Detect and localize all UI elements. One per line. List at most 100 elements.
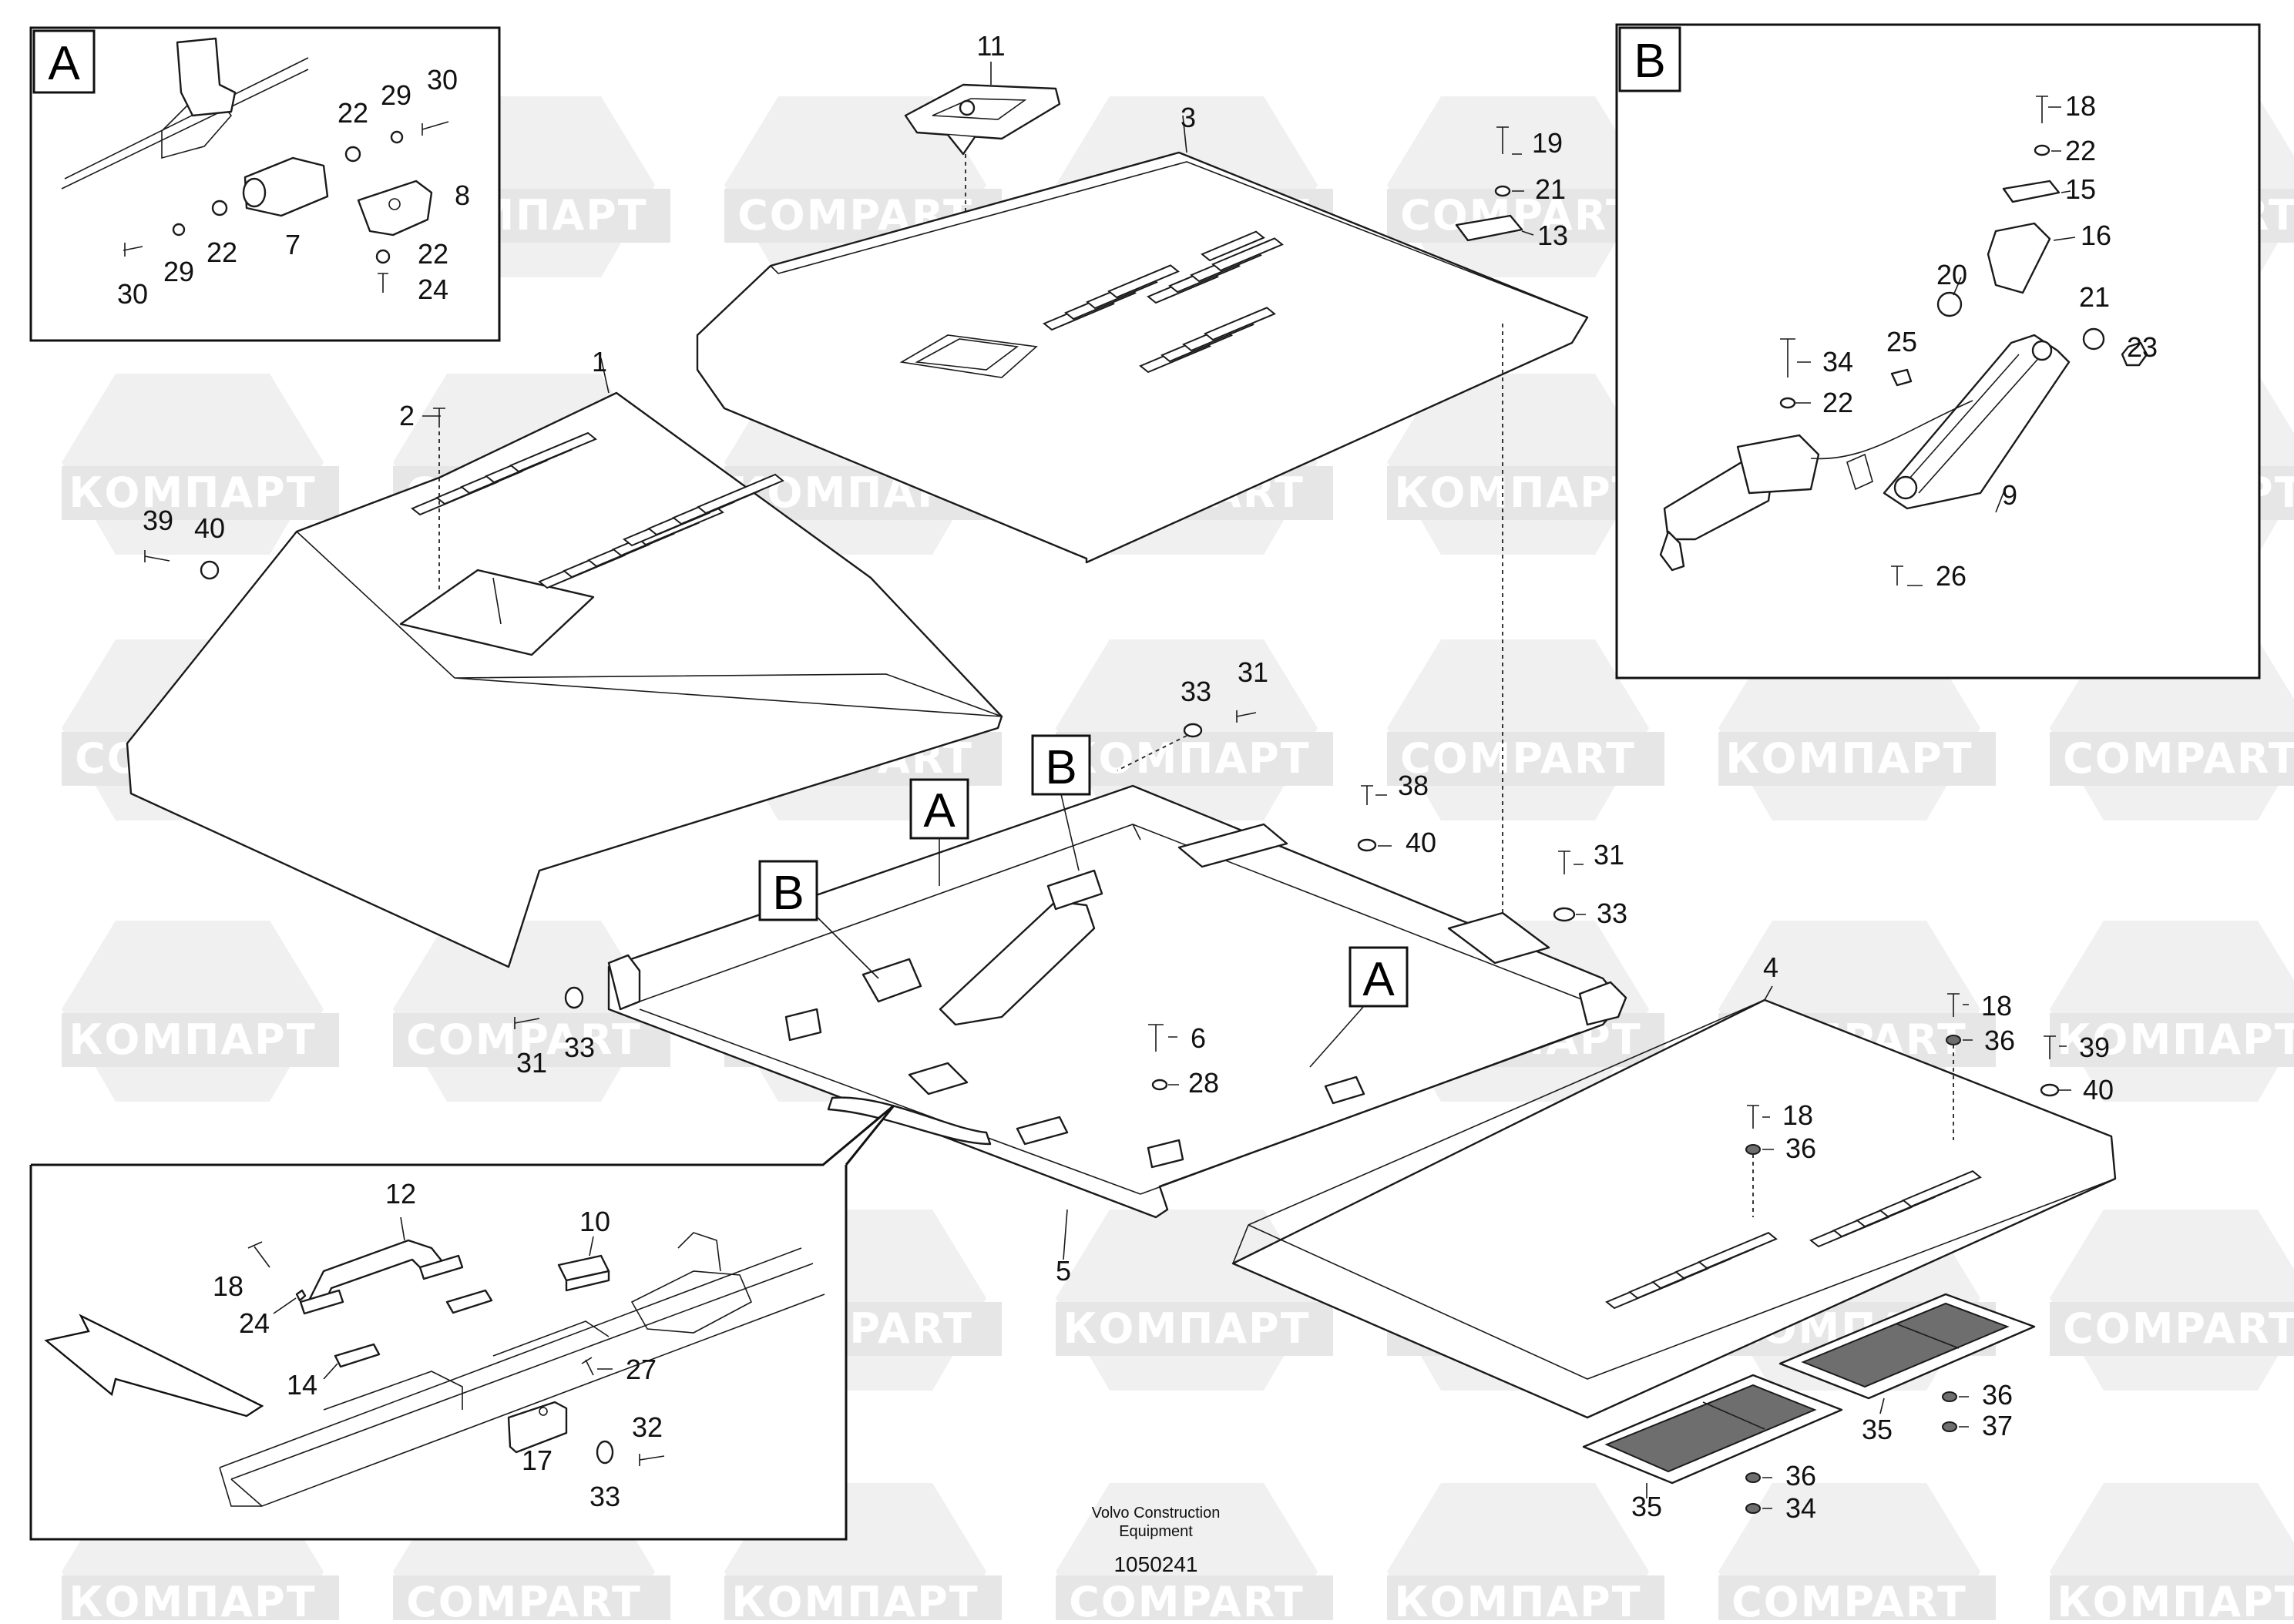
label-1: 1 — [592, 346, 607, 377]
cover-3-slot — [1107, 264, 1180, 299]
label-7: 7 — [285, 229, 301, 260]
screw-2 — [433, 408, 445, 428]
cover-3-slot — [1201, 230, 1265, 262]
detail-a-block-hole — [242, 177, 267, 208]
cover-3-edge — [770, 161, 1588, 318]
detail-b-clip-25 — [1890, 368, 1913, 387]
label-b-18: 18 — [2065, 90, 2096, 122]
detail-a-washer-22b — [211, 200, 228, 216]
frame-5-bracket-b — [1016, 1116, 1069, 1146]
detail-a-bolt-24 — [378, 273, 388, 293]
hood-1-hatch-side — [492, 577, 502, 625]
detail-b-bolt-18 — [2036, 96, 2048, 123]
label-b-16: 16 — [2081, 220, 2111, 251]
label-21: 21 — [1535, 173, 1566, 205]
watermark-text: COMPART — [406, 1578, 642, 1620]
label-36a: 36 — [1984, 1025, 2015, 1056]
watermark-text: COMPART — [1400, 191, 1636, 240]
inset-pad-14b — [445, 1289, 493, 1314]
detail-b-handle-hook — [1659, 530, 1685, 572]
inset-handle-foot-b — [418, 1254, 464, 1280]
latch-catch — [947, 134, 976, 156]
detail-a-clip-hole — [388, 198, 401, 210]
watermark-text: КОМПАРТ — [69, 1578, 316, 1620]
watermark-text: COMPART — [1731, 1578, 1967, 1620]
figure-code: 1050241 — [1113, 1552, 1197, 1576]
detail-b-leader-9 — [1995, 486, 2007, 513]
nut-37 — [1942, 1421, 1957, 1432]
watermark-hexagon — [1387, 96, 1649, 277]
detail-a-bolt-30 — [422, 121, 449, 136]
watermark-text: КОМПАРТ — [1725, 734, 1973, 783]
frame-5-gas-spring — [827, 1096, 992, 1146]
washer-40 — [200, 560, 220, 580]
nut-34 — [1745, 1503, 1761, 1514]
watermark-text: COMPART — [1400, 734, 1636, 783]
label-30: 30 — [427, 64, 458, 96]
cover-4-edges — [1232, 999, 2116, 1380]
label-b-34: 34 — [1822, 346, 1853, 377]
label-29b: 29 — [163, 256, 194, 287]
detail-b-washer-21 — [2082, 327, 2105, 351]
label-12: 12 — [385, 1178, 416, 1210]
label-33b: 33 — [1597, 898, 1627, 929]
label-b-25: 25 — [1886, 326, 1917, 357]
frame-fastener-leaders — [1168, 794, 1586, 1085]
frame-5-mount-b — [1447, 911, 1550, 965]
frame-5-pad — [784, 1008, 822, 1042]
watermark-band — [1718, 1575, 1996, 1624]
leader-10 — [589, 1236, 594, 1257]
inset-rail — [219, 1247, 825, 1507]
watermark-band — [1056, 732, 1333, 786]
bolt-39 — [144, 550, 170, 562]
cover-3-hatch-inner — [915, 338, 1019, 371]
watermark-text: КОМПАРТ — [69, 468, 316, 517]
watermark-band — [1387, 1575, 1664, 1624]
leader-4 — [1764, 985, 1773, 1001]
detail-a-nut-29 — [390, 130, 404, 144]
label-14: 14 — [287, 1369, 317, 1401]
detail-b-washer-22 — [2034, 144, 2050, 156]
cover-4-slot — [1902, 1170, 1982, 1208]
watermark-hexagon — [1056, 1210, 1318, 1391]
label-22b: 22 — [207, 237, 237, 268]
label-19: 19 — [1532, 127, 1563, 159]
label-2: 2 — [399, 400, 415, 431]
label-29: 29 — [381, 79, 411, 111]
detail-inset-panel: 12 14 18 24 10 27 17 33 32 — [29, 1104, 895, 1541]
label-40: 40 — [194, 512, 225, 544]
part-35-grilles: 35 35 36 37 36 34 — [1582, 1293, 2036, 1524]
inset-pad-10-side — [565, 1270, 610, 1292]
cover-4-slots — [1605, 1170, 1982, 1310]
label-11: 11 — [976, 30, 1005, 62]
frame-dash-31 — [1117, 735, 1187, 771]
label-b-9: 9 — [2002, 479, 2017, 511]
watermark-band — [2050, 732, 2294, 786]
detail-b-bolt-26 — [1891, 565, 1903, 586]
label-30b: 30 — [117, 278, 148, 310]
label-31c: 31 — [516, 1047, 547, 1079]
watermark-band — [1718, 732, 1996, 786]
label-13: 13 — [1537, 220, 1568, 251]
detail-a-washer-22c — [375, 249, 391, 264]
frame-callout-b2-letter: B — [772, 867, 804, 920]
cover-4-leaders — [1762, 1004, 2071, 1150]
frame-5-corner-right — [1578, 981, 1627, 1026]
watermark-band — [2050, 1575, 2294, 1624]
publisher-line-2: Equipment — [1119, 1523, 1193, 1540]
frame-callout-b1-leader — [1060, 794, 1080, 871]
detail-a-clip-8 — [357, 180, 433, 237]
detail-b-panel: B 18 22 15 16 20 34 25 21 23 — [1615, 23, 2261, 679]
nut-28 — [1151, 1079, 1168, 1091]
inset-bracket-17 — [507, 1401, 568, 1454]
frame-5-bracket — [908, 1062, 969, 1096]
label-27: 27 — [626, 1354, 657, 1385]
grille-35b-divider — [1895, 1323, 1960, 1349]
washer-21 — [1494, 185, 1511, 197]
detail-b-arm-pivot — [1893, 475, 1918, 500]
watermark-band — [62, 466, 339, 520]
detail-b-badge — [1618, 26, 1681, 92]
label-b-22b: 22 — [1822, 387, 1853, 418]
detail-b-leader-20 — [1953, 277, 1962, 296]
label-3: 3 — [1181, 102, 1196, 133]
